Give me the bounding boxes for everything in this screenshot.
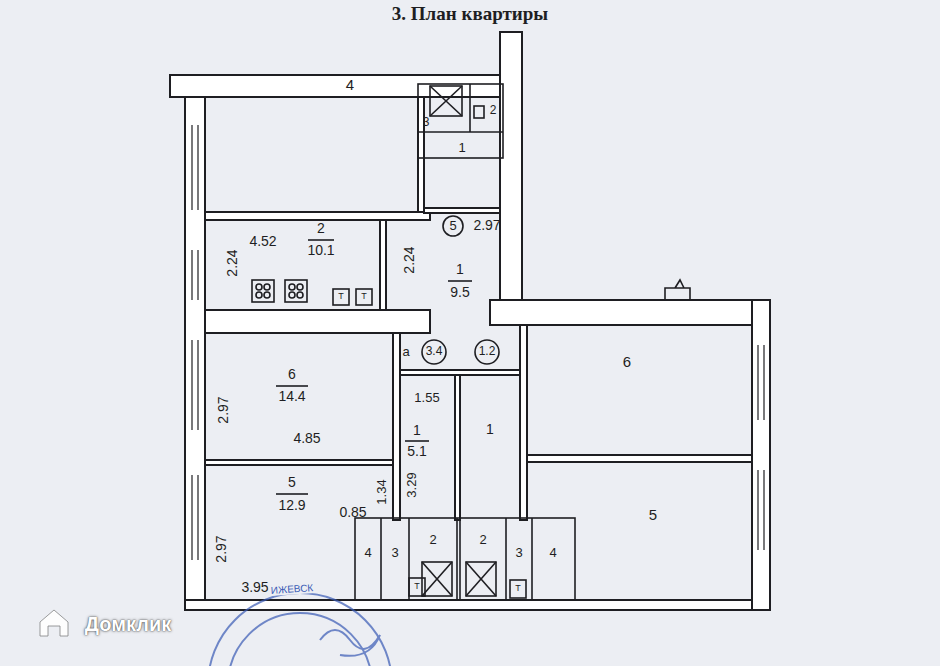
dimension: 4.52 xyxy=(249,234,276,249)
room-number: 5 xyxy=(288,475,296,490)
bath-cells xyxy=(252,84,690,600)
room-area: 12.9 xyxy=(278,498,305,513)
dimension: 2.97 xyxy=(214,535,229,562)
room-area: 14.4 xyxy=(278,389,305,404)
room-number: 3 xyxy=(391,546,398,560)
dimension: 2.24 xyxy=(402,246,417,273)
stamp xyxy=(208,593,392,666)
dimension: 3.95 xyxy=(241,580,268,595)
room-area: 9.5 xyxy=(450,285,469,300)
watermark: Домклик xyxy=(85,613,172,635)
dimension: 2.97 xyxy=(473,218,500,233)
room-number: 3 xyxy=(515,546,522,560)
windows xyxy=(192,125,764,560)
callout-number: 5 xyxy=(449,219,456,233)
room-number: 1 xyxy=(413,423,421,438)
room-number: 1 xyxy=(458,141,465,155)
dimension: 4.85 xyxy=(293,431,320,446)
room-number: 5 xyxy=(649,507,657,524)
room-number: 6 xyxy=(623,354,631,371)
callout-number: 1.2 xyxy=(479,345,496,358)
room-number: 3 xyxy=(423,116,430,129)
dimension: 3.29 xyxy=(405,472,419,497)
room-number: 2 xyxy=(490,104,497,117)
fixture-mark: Т xyxy=(414,582,420,592)
dimension: 1.55 xyxy=(414,391,439,405)
room-area: 10.1 xyxy=(307,243,334,258)
room-number: 2 xyxy=(479,533,486,547)
dimension: 2.97 xyxy=(216,396,231,423)
watermark-icon xyxy=(40,610,68,636)
room-number: 4 xyxy=(346,77,354,94)
dimension: 1.34 xyxy=(375,479,389,504)
fixture-mark: Т xyxy=(361,292,367,302)
room-number: 2 xyxy=(317,221,325,236)
room-number: 1 xyxy=(486,422,494,437)
dimension: 0.85 xyxy=(339,505,366,520)
room-number: 1 xyxy=(456,262,464,277)
room-number: 4 xyxy=(549,546,556,560)
fixture-mark: Т xyxy=(515,584,521,594)
dimension: 2.24 xyxy=(225,249,240,276)
plan-title: 3. План квартиры xyxy=(392,3,548,25)
room-number: 2 xyxy=(429,533,436,547)
fixture-mark: Т xyxy=(338,292,344,302)
walls xyxy=(170,32,770,610)
room-number: 4 xyxy=(364,546,371,560)
callout-number: 3.4 xyxy=(426,345,443,358)
callout-letter: а xyxy=(402,345,409,359)
room-area: 5.1 xyxy=(407,444,426,459)
room-number: 6 xyxy=(288,367,296,382)
